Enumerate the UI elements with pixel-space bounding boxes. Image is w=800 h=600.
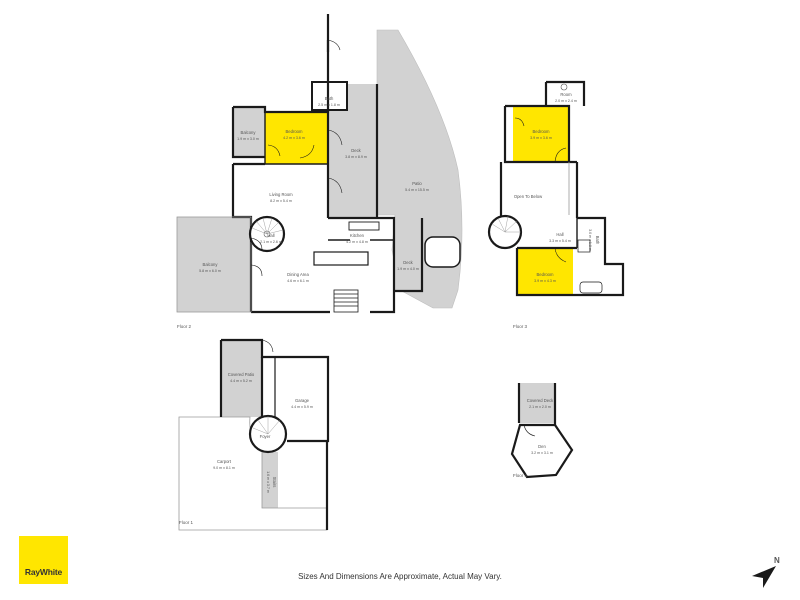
dim-hall-f3: 3.3 m x 5.4 m bbox=[549, 239, 571, 243]
dim-patio: 5.4 m x 15.5 m bbox=[405, 188, 429, 192]
label-kitchen: Kitchen bbox=[350, 233, 365, 238]
label-open-to-below: Open To Below bbox=[514, 194, 543, 199]
north-label: N bbox=[774, 556, 780, 565]
label-deck-f2: Deck bbox=[351, 148, 361, 153]
floor-1-label: Floor 1 bbox=[179, 520, 194, 525]
dim-room-f3: 2.0 m x 2.4 m bbox=[555, 99, 577, 103]
label-garage: Garage bbox=[295, 398, 310, 403]
label-bedroom-f3-bottom: Bedroom bbox=[537, 272, 555, 277]
logo-text: RayWhite bbox=[24, 567, 63, 577]
kitchen-island bbox=[313, 251, 369, 266]
floor-4-label: Floor 4 bbox=[513, 473, 528, 478]
label-bedroom-f3-top: Bedroom bbox=[533, 129, 551, 134]
dim-bath-f2: 2.5 m x 1.8 m bbox=[318, 103, 340, 107]
label-covered-deck: Covered Deck bbox=[527, 398, 554, 403]
bedroom-f2-area[interactable] bbox=[265, 112, 327, 164]
dim-living: 8.2 m x 5.4 m bbox=[270, 199, 292, 203]
label-bath-f3: Bath bbox=[595, 236, 600, 245]
label-dining: Dining Area bbox=[287, 272, 309, 277]
raywhite-logo: RayWhite bbox=[19, 536, 68, 584]
dim-carport: 9.0 m x 8.1 m bbox=[213, 466, 235, 470]
floor-2-label: Floor 2 bbox=[177, 324, 192, 329]
label-hall-f3: Hall bbox=[556, 232, 563, 237]
balcony-small-area bbox=[233, 107, 265, 157]
stairs-walk-area bbox=[262, 452, 278, 508]
label-balcony-small: Balcony bbox=[241, 130, 257, 135]
label-covered-patio: Covered Patio bbox=[228, 372, 255, 377]
dim-covered-deck: 2.1 m x 2.0 m bbox=[529, 405, 551, 409]
label-deck-small: Deck bbox=[403, 260, 413, 265]
den-area bbox=[510, 423, 574, 479]
dim-balcony-large: 5.8 m x 6.0 m bbox=[199, 269, 221, 273]
dim-kitchen: 4.2 m x 4.8 m bbox=[346, 240, 368, 244]
north-arrow-icon: N bbox=[752, 556, 780, 588]
dim-covered-patio: 4.4 m x 5.2 m bbox=[230, 379, 252, 383]
dim-den: 3.2 m x 3.1 m bbox=[531, 451, 553, 455]
dim-bedroom-f2: 4.2 m x 3.6 m bbox=[283, 136, 305, 140]
dim-garage: 4.4 m x 5.9 m bbox=[291, 405, 313, 409]
label-bedroom-f2: Bedroom bbox=[286, 129, 304, 134]
room-labels: Bedroom 4.2 m x 3.6 m Balcony 1.9 m x 3.… bbox=[199, 92, 600, 493]
dim-deck-f2: 3.8 m x 8.9 m bbox=[345, 155, 367, 159]
label-den: Den bbox=[538, 444, 546, 449]
floor-2-plan bbox=[176, 14, 463, 314]
covered-patio-area bbox=[221, 340, 263, 417]
label-carport: Carport bbox=[217, 459, 232, 464]
label-foyer: Foyer bbox=[260, 434, 271, 439]
floor-4-plan bbox=[510, 383, 574, 479]
label-room-f3: Room bbox=[560, 92, 572, 97]
dim-bath-f3: 3.0 m x 1.8 m bbox=[588, 229, 592, 251]
patio-feature bbox=[424, 236, 461, 268]
floor-1-plan bbox=[178, 338, 330, 531]
disclaimer-text: Sizes And Dimensions Are Approximate, Ac… bbox=[298, 572, 502, 581]
deck-small-area bbox=[394, 218, 422, 291]
dim-deck-small: 1.9 m x 4.0 m bbox=[397, 267, 419, 271]
balcony-large-area bbox=[177, 217, 251, 312]
stairs-f2 bbox=[333, 289, 359, 313]
floor-3-plan bbox=[487, 80, 625, 297]
floor-3-label: Floor 3 bbox=[513, 324, 528, 329]
label-living: Living Room bbox=[269, 192, 293, 197]
bedroom-f3-top-area[interactable] bbox=[513, 106, 569, 162]
bath-f2-area bbox=[311, 81, 348, 111]
covered-deck-area bbox=[519, 383, 555, 423]
label-hall-f2: Hall bbox=[267, 233, 274, 238]
dim-bedroom-f3-bottom: 3.9 m x 4.3 m bbox=[534, 279, 556, 283]
dim-hall-f2: 2.1 m x 2.6 m bbox=[260, 240, 282, 244]
dim-dining: 4.6 m x 6.1 m bbox=[287, 279, 309, 283]
label-bath-f2: Bath bbox=[325, 96, 334, 101]
bedroom-f3-bottom-area[interactable] bbox=[517, 248, 573, 295]
dim-stairs-walk: 1.6 m x 3.7 m bbox=[266, 471, 270, 493]
label-balcony-large: Balcony bbox=[203, 262, 219, 267]
label-stairs-walk: Stairs bbox=[272, 477, 277, 488]
dim-bedroom-f3-top: 3.9 m x 3.6 m bbox=[530, 136, 552, 140]
label-patio: Patio bbox=[412, 181, 422, 186]
floor-labels: Floor 2 Floor 3 Floor 1 Floor 4 bbox=[177, 324, 528, 525]
dim-balcony-small: 1.9 m x 3.0 m bbox=[237, 137, 259, 141]
